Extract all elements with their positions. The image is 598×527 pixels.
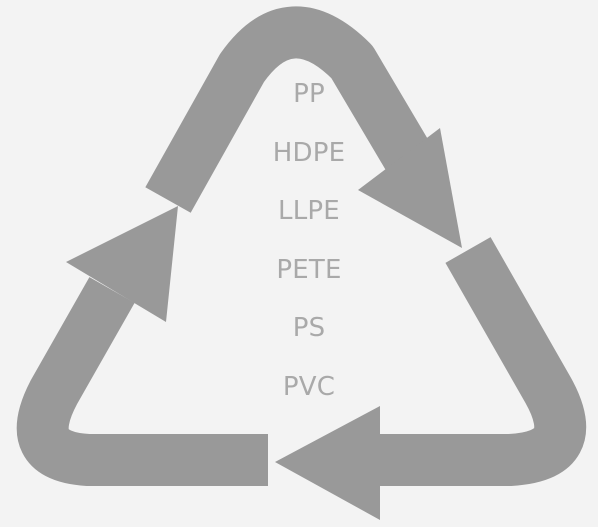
top-arrow-band	[145, 6, 433, 213]
label-ps: PS	[292, 313, 326, 343]
left-arrow-head	[66, 206, 178, 322]
label-llpe: LLPE	[278, 196, 340, 226]
plastic-types-list: PP HDPE LLPE PETE PS PVC	[219, 80, 399, 431]
right-arrow-segment	[275, 237, 587, 520]
label-pete: PETE	[276, 254, 342, 285]
label-pp: PP	[293, 79, 325, 109]
label-hdpe: HDPE	[272, 137, 346, 168]
top-arrow-segment	[145, 6, 462, 248]
bottom-arrow-head	[275, 406, 380, 520]
left-arrow-band	[16, 277, 268, 486]
right-arrow-band	[365, 237, 587, 486]
top-arrow-head	[358, 128, 462, 248]
label-pvc: PVC	[282, 371, 336, 402]
left-arrow-segment	[16, 206, 268, 486]
